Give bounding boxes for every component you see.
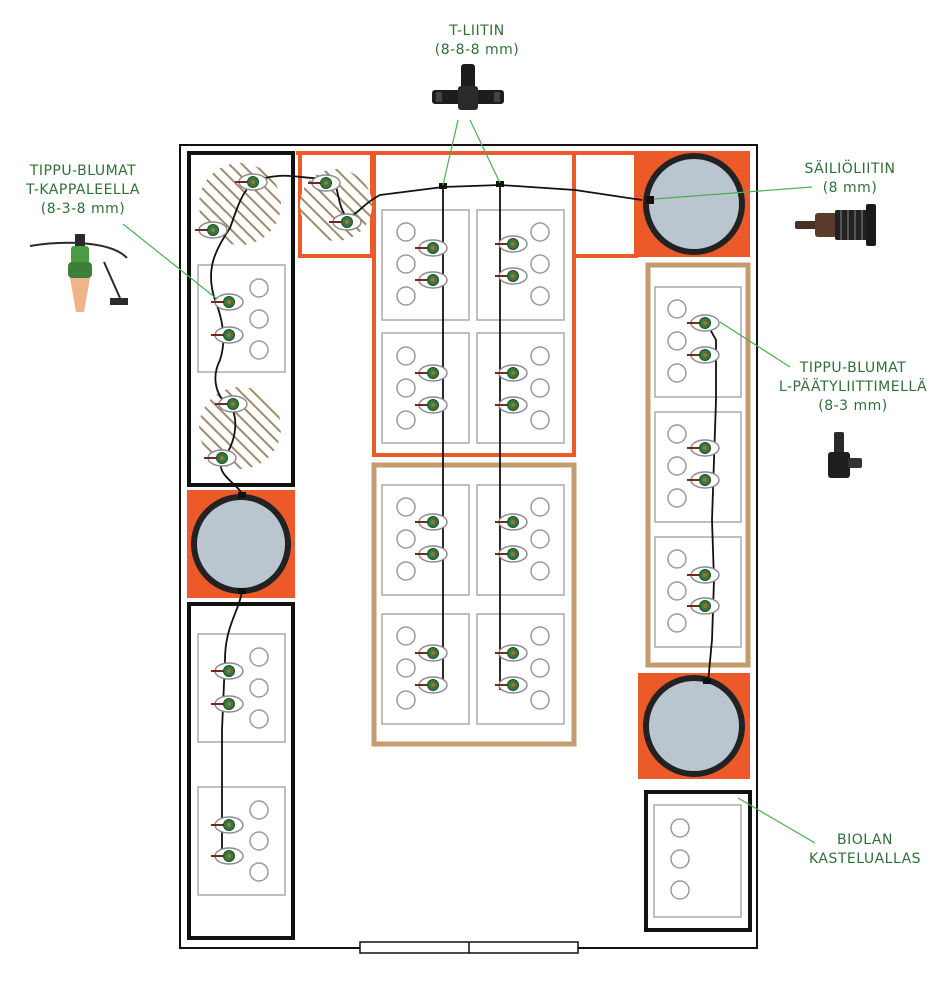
container-connector-title: SÄILIÖLIITIN — [804, 161, 896, 177]
left-lower-bed — [187, 602, 295, 940]
planter-box — [476, 613, 565, 725]
blumat-l-end-label: TIPPU-BLUMAT L-PÄÄTYLIITTIMELLÄ (8-3 mm) — [762, 359, 944, 416]
blumat-l-end-spec: (8-3 mm) — [818, 398, 888, 414]
callout-lines — [122, 119, 816, 844]
t-connector-label: T-LIITIN (8-8-8 mm) — [402, 22, 552, 60]
planting-spots — [249, 222, 690, 900]
top-right-bed — [572, 151, 638, 258]
right-tan-bed — [645, 262, 751, 668]
blumat-l-end-line2: L-PÄÄTYLIITTIMELLÄ — [778, 379, 928, 395]
blumat-t-piece-line2: T-KAPPALEELLA — [26, 182, 140, 198]
biolan-watering-basin — [644, 790, 752, 932]
rain-tank — [191, 494, 291, 594]
planter-box — [476, 484, 565, 596]
container-connector-spec: (8 mm) — [822, 180, 878, 196]
center-tan-bed — [371, 462, 577, 747]
blumat-t-piece-line1: TIPPU-BLUMAT — [29, 163, 137, 179]
planter-box — [197, 633, 286, 743]
planter-box — [197, 786, 286, 896]
blumat-t-piece-spec: (8-3-8 mm) — [40, 201, 126, 217]
planter-box — [476, 209, 565, 321]
planter-box — [381, 484, 470, 596]
container-connector-icon — [795, 204, 876, 246]
blumat-t-piece-icon — [29, 234, 128, 312]
biolan-line1: BIOLAN — [837, 832, 893, 848]
planter-box — [381, 332, 470, 444]
irrigation-hose — [210, 174, 717, 860]
hose-connectors — [238, 181, 711, 684]
t-connector-spec: (8-8-8 mm) — [434, 42, 520, 58]
center-orange-bed — [372, 151, 576, 457]
planter-box — [381, 209, 470, 321]
planter-box — [197, 264, 286, 373]
rain-tank — [643, 675, 745, 777]
blumat-l-end-line1: TIPPU-BLUMAT — [799, 360, 907, 376]
biolan-label: BIOLAN KASTELUALLAS — [795, 831, 935, 869]
planter-box — [476, 332, 565, 444]
l-end-connector-icon — [828, 432, 862, 478]
blumat-t-piece-label: TIPPU-BLUMAT T-KAPPALEELLA (8-3-8 mm) — [8, 162, 158, 219]
t-connector-title: T-LIITIN — [449, 23, 505, 39]
planter-box — [381, 613, 470, 725]
biolan-line2: KASTELUALLAS — [808, 851, 922, 867]
planter-box — [653, 804, 742, 918]
left-upper-bed — [187, 151, 295, 487]
container-connector-label: SÄILIÖLIITIN (8 mm) — [780, 160, 920, 198]
rain-tank — [643, 153, 745, 255]
t-connector-icon — [432, 64, 504, 110]
